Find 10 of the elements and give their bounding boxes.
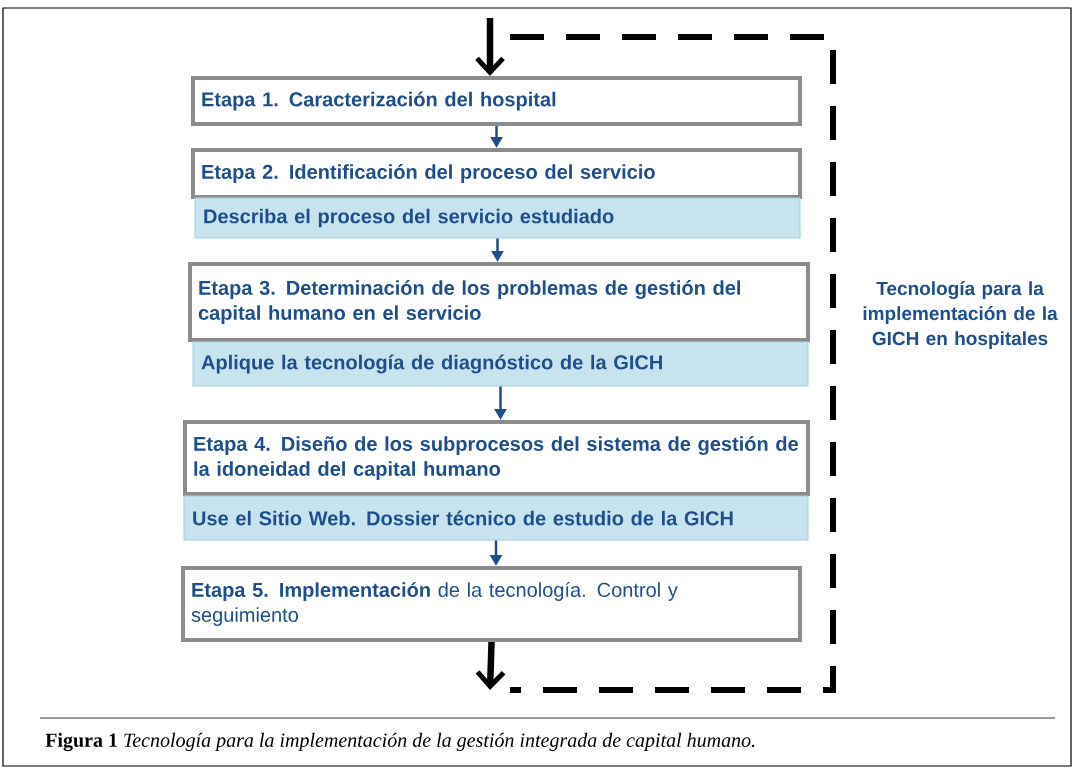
stage-box: Etapa 3. Determinación de los problemas de gestión del capital humano en el servicio bbox=[188, 262, 810, 342]
side-label: Tecnología para la implementación de la GICH en hospitales bbox=[863, 281, 1058, 349]
stage-box: Etapa 1. Caracterización del hospital bbox=[191, 76, 802, 126]
figure-caption: Figura 1 Tecnología para la implementación de la gestión integrada de capital humano. bbox=[45, 732, 755, 752]
instruction-band: Use el Sitio Web. Dossier técnico de estudio de la GICH bbox=[183, 495, 809, 541]
stage-box: Etapa 2. Identificación del proceso del servicio bbox=[191, 148, 802, 199]
stage-box: Etapa 5. Implementación de la tecnología. Control y seguimiento bbox=[181, 566, 802, 642]
instruction-band: Aplique la tecnología de diagnóstico de la GICH bbox=[192, 341, 809, 387]
instruction-band: Describa el proceso del servicio estudiado bbox=[194, 197, 801, 239]
stage-box: Etapa 4. Diseño de los subprocesos del sistema de gestión de la idoneidad del capital humano bbox=[183, 420, 810, 496]
